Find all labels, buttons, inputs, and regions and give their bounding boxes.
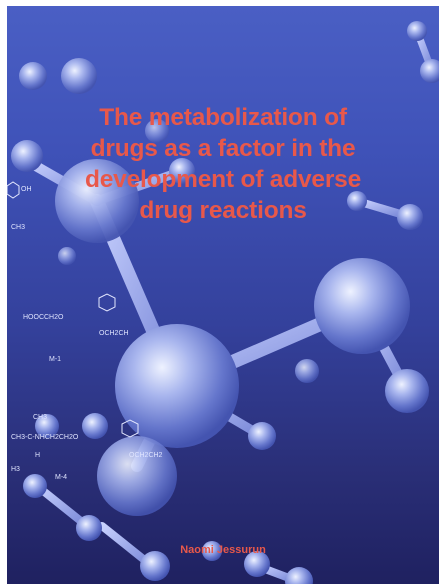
molecule-spheres [11,21,439,584]
title-line-3: development of adverse [84,166,362,193]
chem-label-ch3: CH3 [11,224,26,231]
book-cover: OH CH3 HOOCCH2O OCH2CH M-1 CH3 CH3-C-NHC… [7,6,439,584]
chem-label-och2ch2: OCH2CH2 [129,452,163,459]
chem-label-chain: CH3-C-NHCH2CH2O [11,434,79,441]
chem-label-och2ch: OCH2CH [99,330,129,337]
chem-label-oh: OH [21,186,32,193]
benzene-rings [7,181,139,438]
chem-label-h: H [35,452,41,459]
chem-label-m4: M-4 [55,474,68,481]
book-title: The metabolization of drugs as a factor … [47,102,399,226]
title-line-1: The metabolization of [99,104,347,131]
title-line-4: drug reactions [139,197,307,224]
chem-label-ch3-b: CH3 [33,414,48,421]
molecule-illustration [7,21,439,584]
book-author: Naomi Jessurun [180,544,266,556]
chem-label-m1: M-1 [49,356,62,363]
chem-label-hoocch2o: HOOCCH2O [23,314,64,321]
chem-label-h3: H3 [11,466,20,473]
title-line-2: drugs as a factor in the [90,135,356,162]
